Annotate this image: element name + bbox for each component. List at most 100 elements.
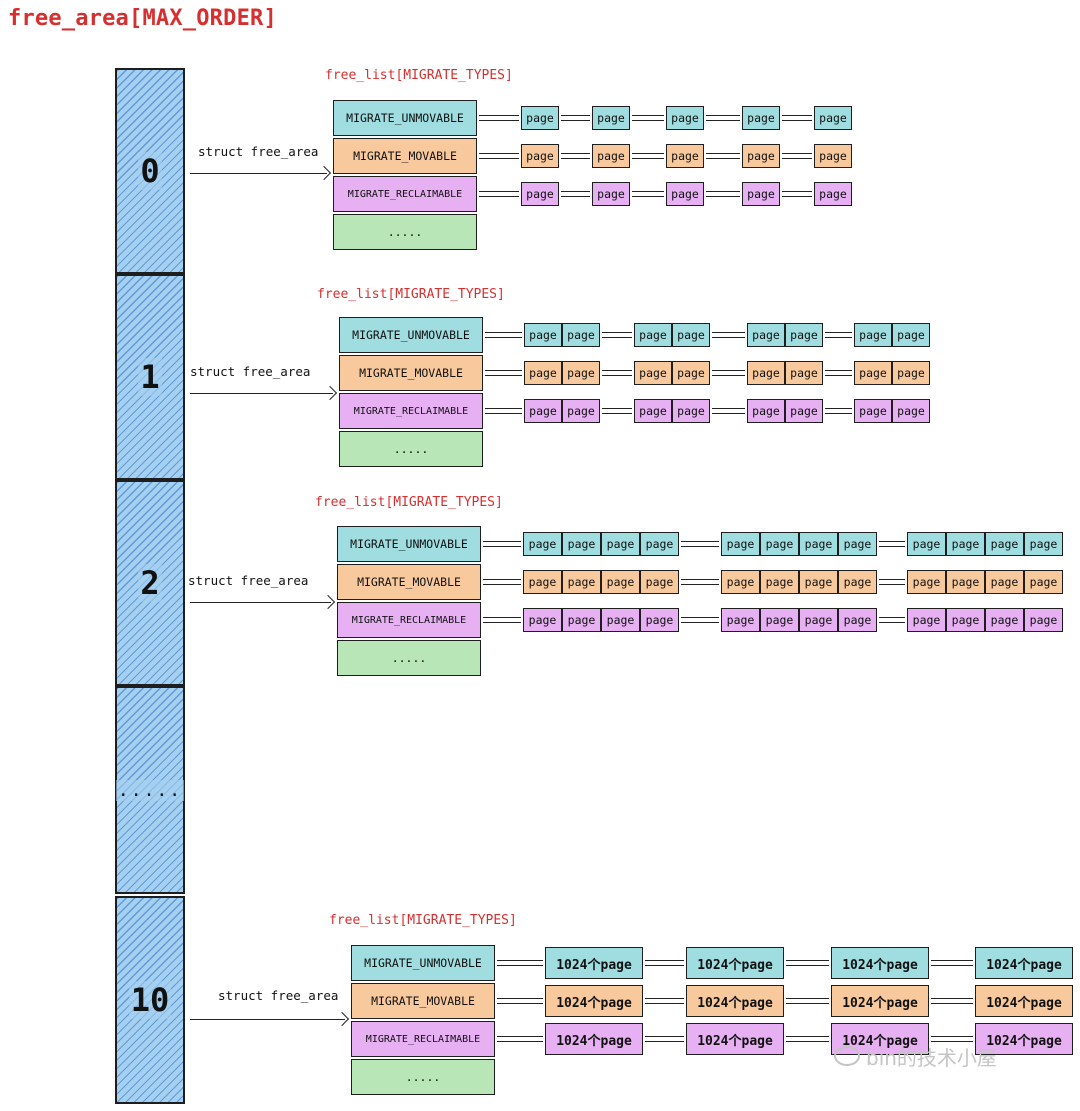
list-link	[645, 998, 684, 1004]
page-block: 1024个page	[545, 947, 643, 979]
order-cell: 1	[115, 274, 185, 480]
free-list-label: free_list[MIGRATE_TYPES]	[317, 287, 505, 302]
pointer-arrow	[190, 602, 331, 603]
page-block: 1024个page	[545, 1023, 643, 1055]
page-block: 1024个page	[686, 1023, 784, 1055]
order-cell: 0	[115, 68, 185, 274]
page-block: page	[799, 532, 838, 556]
page-block: page	[640, 532, 679, 556]
struct-free-area-label: struct free_area	[190, 364, 311, 379]
page-block: page	[521, 144, 559, 168]
page-block: 1024个page	[975, 947, 1073, 979]
page-block: page	[601, 532, 640, 556]
migrate-type-unmovable: MIGRATE_UNMOVABLE	[351, 945, 495, 981]
page-block: page	[907, 532, 946, 556]
order-cell: .....	[115, 686, 185, 894]
free-list-label: free_list[MIGRATE_TYPES]	[315, 495, 503, 510]
page-block: page	[672, 323, 710, 347]
page-block: 1024个page	[686, 985, 784, 1017]
list-link	[931, 960, 973, 966]
list-link	[786, 1036, 829, 1042]
page-block: 1024个page	[831, 947, 929, 979]
page-block: page	[672, 361, 710, 385]
page-block: page	[799, 570, 838, 594]
page-block: 1024个page	[975, 1023, 1073, 1055]
diagram-title: free_area[MAX_ORDER]	[8, 6, 277, 31]
migrate-type-unmovable: MIGRATE_UNMOVABLE	[339, 317, 483, 353]
order-index-label: .....	[115, 779, 185, 801]
page-block: page	[985, 532, 1024, 556]
page-block: page	[760, 570, 799, 594]
list-link	[712, 370, 745, 376]
page-block: page	[785, 361, 823, 385]
list-link	[602, 332, 632, 338]
page-block: page	[601, 608, 640, 632]
migrate-type-reclaimable: MIGRATE_RECLAIMABLE	[339, 393, 483, 429]
list-link	[706, 153, 740, 159]
list-link	[483, 541, 521, 547]
list-link	[632, 191, 664, 197]
page-block: page	[1024, 570, 1063, 594]
page-block: page	[838, 570, 877, 594]
list-link	[497, 960, 543, 966]
page-block: page	[562, 608, 601, 632]
list-link	[681, 579, 719, 585]
migrate-type-more: .....	[337, 640, 481, 676]
page-block: page	[634, 361, 672, 385]
page-block: page	[523, 570, 562, 594]
page-block: page	[907, 608, 946, 632]
page-block: page	[785, 323, 823, 347]
page-block: page	[721, 570, 760, 594]
page-block: 1024个page	[831, 1023, 929, 1055]
page-block: page	[946, 608, 985, 632]
page-block: 1024个page	[545, 985, 643, 1017]
page-block: page	[592, 182, 630, 206]
page-block: page	[666, 144, 704, 168]
page-block: page	[592, 106, 630, 130]
list-link	[485, 332, 522, 338]
list-link	[782, 191, 812, 197]
page-block: page	[634, 323, 672, 347]
page-block: page	[742, 106, 780, 130]
list-link	[602, 408, 632, 414]
page-block: page	[1024, 608, 1063, 632]
list-link	[825, 408, 852, 414]
page-block: page	[562, 532, 601, 556]
list-link	[879, 617, 905, 623]
page-block: page	[946, 532, 985, 556]
free-list-label: free_list[MIGRATE_TYPES]	[325, 68, 513, 83]
list-link	[485, 370, 522, 376]
page-block: page	[524, 361, 562, 385]
page-block: page	[892, 361, 930, 385]
page-block: page	[640, 608, 679, 632]
page-block: page	[985, 608, 1024, 632]
list-link	[479, 153, 519, 159]
list-link	[786, 960, 829, 966]
page-block: page	[838, 608, 877, 632]
list-link	[497, 998, 543, 1004]
migrate-type-more: .....	[339, 431, 483, 467]
page-block: page	[946, 570, 985, 594]
list-link	[681, 617, 719, 623]
page-block: page	[592, 144, 630, 168]
list-link	[786, 998, 829, 1004]
list-link	[479, 191, 519, 197]
wechat-icon	[834, 1046, 860, 1066]
order-index-label: 0	[138, 152, 162, 190]
page-block: page	[742, 182, 780, 206]
page-block: page	[601, 570, 640, 594]
list-link	[632, 115, 664, 121]
page-block: page	[799, 608, 838, 632]
list-link	[485, 408, 522, 414]
list-link	[879, 541, 905, 547]
page-block: page	[523, 532, 562, 556]
list-link	[645, 1036, 684, 1042]
page-block: page	[562, 570, 601, 594]
list-link	[681, 541, 719, 547]
list-link	[632, 153, 664, 159]
struct-free-area-label: struct free_area	[188, 573, 309, 588]
list-link	[479, 115, 519, 121]
list-link	[712, 332, 745, 338]
migrate-type-more: .....	[351, 1059, 495, 1095]
struct-free-area-label: struct free_area	[218, 988, 339, 1003]
